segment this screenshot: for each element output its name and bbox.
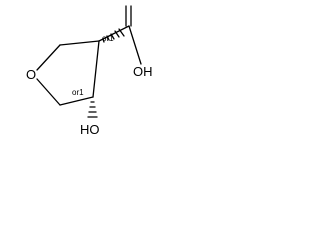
bond-c3-carboxyl [98,25,130,42]
chemical-structure: O OH HO or1 or1 [26,5,153,137]
bond-c4-c5 [59,96,94,106]
bond-carboxyl-oh [128,25,142,65]
bond-c5-o1 [36,78,61,106]
c4-stereo-label: or1 [72,88,84,97]
bond-c3-c4 [92,40,100,98]
bond-c2-c3 [59,40,100,46]
ring-oxygen-label: O [26,67,36,82]
ring-hydroxyl-label: HO [80,122,100,137]
hashed-wedge-c4 [87,101,98,118]
bond-o1-c2 [36,44,61,71]
hashed-wedge-c3 [102,28,125,43]
carboxyl-hydroxyl-label: OH [133,64,153,79]
c3-stereo-label: or1 [102,34,114,43]
